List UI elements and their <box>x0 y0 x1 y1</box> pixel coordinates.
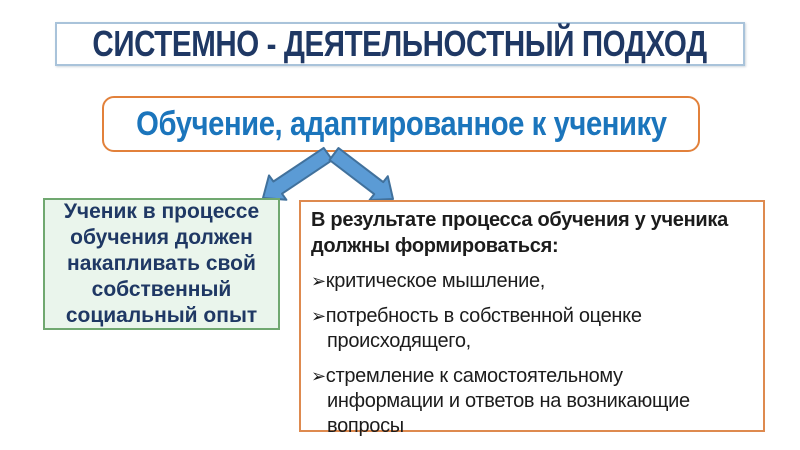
left-box-line: накапливать свой <box>67 252 256 275</box>
learning-outcomes-box: В результате процесса обучения у ученика… <box>299 200 765 437</box>
outcomes-list: ➢критическое мышление, ➢потребность в со… <box>311 269 755 439</box>
slide-title: СИСТЕМНО - ДЕЯТЕЛЬНОСТНЫЙ ПОДХОД <box>92 23 708 64</box>
list-item-text: критическое мышление, <box>325 270 546 292</box>
outcomes-header: В результате процесса обучения у ученика… <box>311 209 728 257</box>
arrowhead-bullet-icon: ➢ <box>311 271 326 291</box>
title-box: СИСТЕМНО - ДЕЯТЕЛЬНОСТНЫЙ ПОДХОД <box>55 22 745 66</box>
arrow-down-right-icon <box>328 147 394 201</box>
left-box-line: обучения должен <box>70 226 253 249</box>
student-experience-box: Ученик в процессе обучения должен накапл… <box>43 198 280 330</box>
list-item: ➢критическое мышление, <box>311 269 755 294</box>
arrowhead-bullet-icon: ➢ <box>311 306 326 326</box>
arrow-down-left-icon <box>262 146 334 201</box>
adaptive-learning-label: Обучение, адаптированное к ученику <box>135 104 667 143</box>
left-box-line: социальный опыт <box>65 304 258 327</box>
split-arrows <box>262 146 394 201</box>
adaptive-learning-box: Обучение, адаптированное к ученику <box>102 96 700 152</box>
list-item-text: потребность в собственной оценке происхо… <box>325 305 642 352</box>
left-box-line: Ученик в процессе <box>63 200 260 223</box>
list-item-text: стремление к самостоятельному информации… <box>325 365 690 437</box>
left-box-line: собственный <box>91 278 232 301</box>
list-item: ➢потребность в собственной оценке происх… <box>311 304 755 354</box>
list-item: ➢стремление к самостоятельному информаци… <box>311 364 755 439</box>
arrowhead-bullet-icon: ➢ <box>311 366 326 386</box>
